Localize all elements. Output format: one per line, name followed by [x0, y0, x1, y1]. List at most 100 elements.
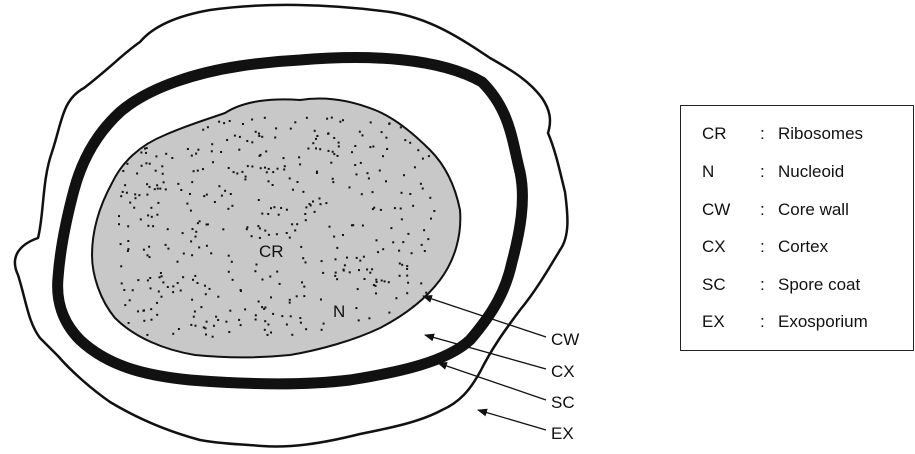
ribosome-dot — [187, 148, 189, 150]
ribosome-dot — [143, 320, 145, 322]
ribosome-dot — [296, 295, 298, 297]
ribosome-dot — [195, 236, 197, 238]
ribosome-dot — [228, 255, 230, 257]
ribosome-dot — [376, 239, 378, 241]
ribosome-dot — [289, 302, 291, 304]
ribosome-dot — [191, 254, 193, 256]
ribosome-dot — [267, 213, 269, 215]
ribosome-dot — [127, 240, 129, 242]
ribosome-dot — [190, 240, 192, 242]
ribosome-dot — [171, 157, 173, 159]
ribosome-dot — [258, 199, 260, 201]
ribosome-dot — [403, 174, 405, 176]
legend-separator: : — [760, 198, 765, 222]
legend-code: CX — [702, 235, 726, 259]
ribosome-dot — [246, 140, 248, 142]
ribosome-dot — [192, 228, 194, 230]
ribosome-dot — [377, 251, 379, 253]
ribosome-dot — [372, 191, 374, 193]
ribosome-dot — [379, 170, 381, 172]
ribosome-dot — [241, 171, 243, 173]
ribosome-dot — [369, 146, 371, 148]
ribosome-dot — [286, 232, 288, 234]
ribosome-dot — [247, 165, 249, 167]
ribosome-dot — [401, 218, 403, 220]
ribosome-dot — [149, 163, 151, 165]
ribosome-dot — [157, 188, 159, 190]
ribosome-dot — [167, 286, 169, 288]
ribosome-dot — [274, 137, 276, 139]
ribosome-dot — [126, 163, 128, 165]
ribosome-dot — [127, 248, 129, 250]
ribosome-dot — [273, 206, 275, 208]
ribosome-dot — [146, 334, 148, 336]
ribosome-dot — [267, 334, 269, 336]
ribosome-dot — [312, 142, 314, 144]
ribosome-dot — [332, 181, 334, 183]
ribosome-dot — [141, 165, 143, 167]
ribosome-dot — [159, 188, 161, 190]
ribosome-dot — [197, 282, 199, 284]
ribosome-dot — [281, 315, 283, 317]
ribosome-dot — [230, 193, 232, 195]
ribosomes-label: CR — [259, 242, 284, 261]
ribosome-dot — [306, 117, 308, 119]
ribosome-dot — [349, 186, 351, 188]
ribosome-dot — [143, 310, 145, 312]
ribosome-dot — [315, 147, 317, 149]
ribosome-dot — [335, 272, 337, 274]
ribosome-dot — [156, 314, 158, 316]
ribosome-dot — [137, 279, 139, 281]
ribosome-dot — [231, 261, 233, 263]
ribosome-dot — [223, 122, 225, 124]
ribosome-dot — [149, 186, 151, 188]
ribosome-dot — [193, 316, 195, 318]
ribosome-dot — [398, 250, 400, 252]
ribosome-dot — [356, 173, 358, 175]
ribosome-dot — [180, 189, 182, 191]
ribosome-dot — [289, 237, 291, 239]
ribosome-dot — [156, 302, 158, 304]
legend-separator: : — [760, 310, 765, 334]
ribosome-dot — [251, 235, 253, 237]
ribosome-dot — [198, 246, 200, 248]
ribosome-dot — [259, 155, 261, 157]
ribosome-dot — [156, 214, 158, 216]
ribosome-dot — [283, 157, 285, 159]
ribosome-dot — [232, 279, 234, 281]
legend-separator: : — [760, 235, 765, 259]
ribosome-dot — [268, 180, 270, 182]
ribosome-dot — [422, 188, 424, 190]
ribosome-dot — [305, 219, 307, 221]
ribosome-dot — [234, 135, 236, 137]
ribosome-dot — [375, 279, 377, 281]
ribosome-dot — [261, 306, 263, 308]
ribosome-dot — [294, 121, 296, 123]
ribosome-dot — [212, 161, 214, 163]
ribosome-dot — [388, 312, 390, 314]
spore-coat-pointer-label: SC — [551, 393, 575, 412]
ribosome-dot — [135, 197, 137, 199]
ribosome-dot — [255, 314, 257, 316]
ribosome-dot — [226, 139, 228, 141]
ribosome-dot — [305, 261, 307, 263]
ribosome-dot — [268, 168, 270, 170]
ribosome-dot — [118, 223, 120, 225]
ribosome-dot — [120, 265, 122, 267]
ribosome-dot — [206, 224, 208, 226]
ribosome-dot — [333, 153, 335, 155]
ribosome-dot — [207, 126, 209, 128]
ribosome-dot — [299, 163, 301, 165]
ribosome-dot — [122, 170, 124, 172]
ribosome-dot — [360, 162, 362, 164]
ribosome-dot — [326, 118, 328, 120]
ribosome-dot — [296, 223, 298, 225]
ribosome-dot — [316, 135, 318, 137]
ribosome-dot — [278, 214, 280, 216]
ribosome-dot — [149, 256, 151, 258]
ribosome-dot — [300, 246, 302, 248]
ribosome-dot — [336, 278, 338, 280]
legend-code: SC — [702, 273, 726, 297]
ribosome-dot — [334, 275, 336, 277]
ribosome-dot — [299, 317, 301, 319]
